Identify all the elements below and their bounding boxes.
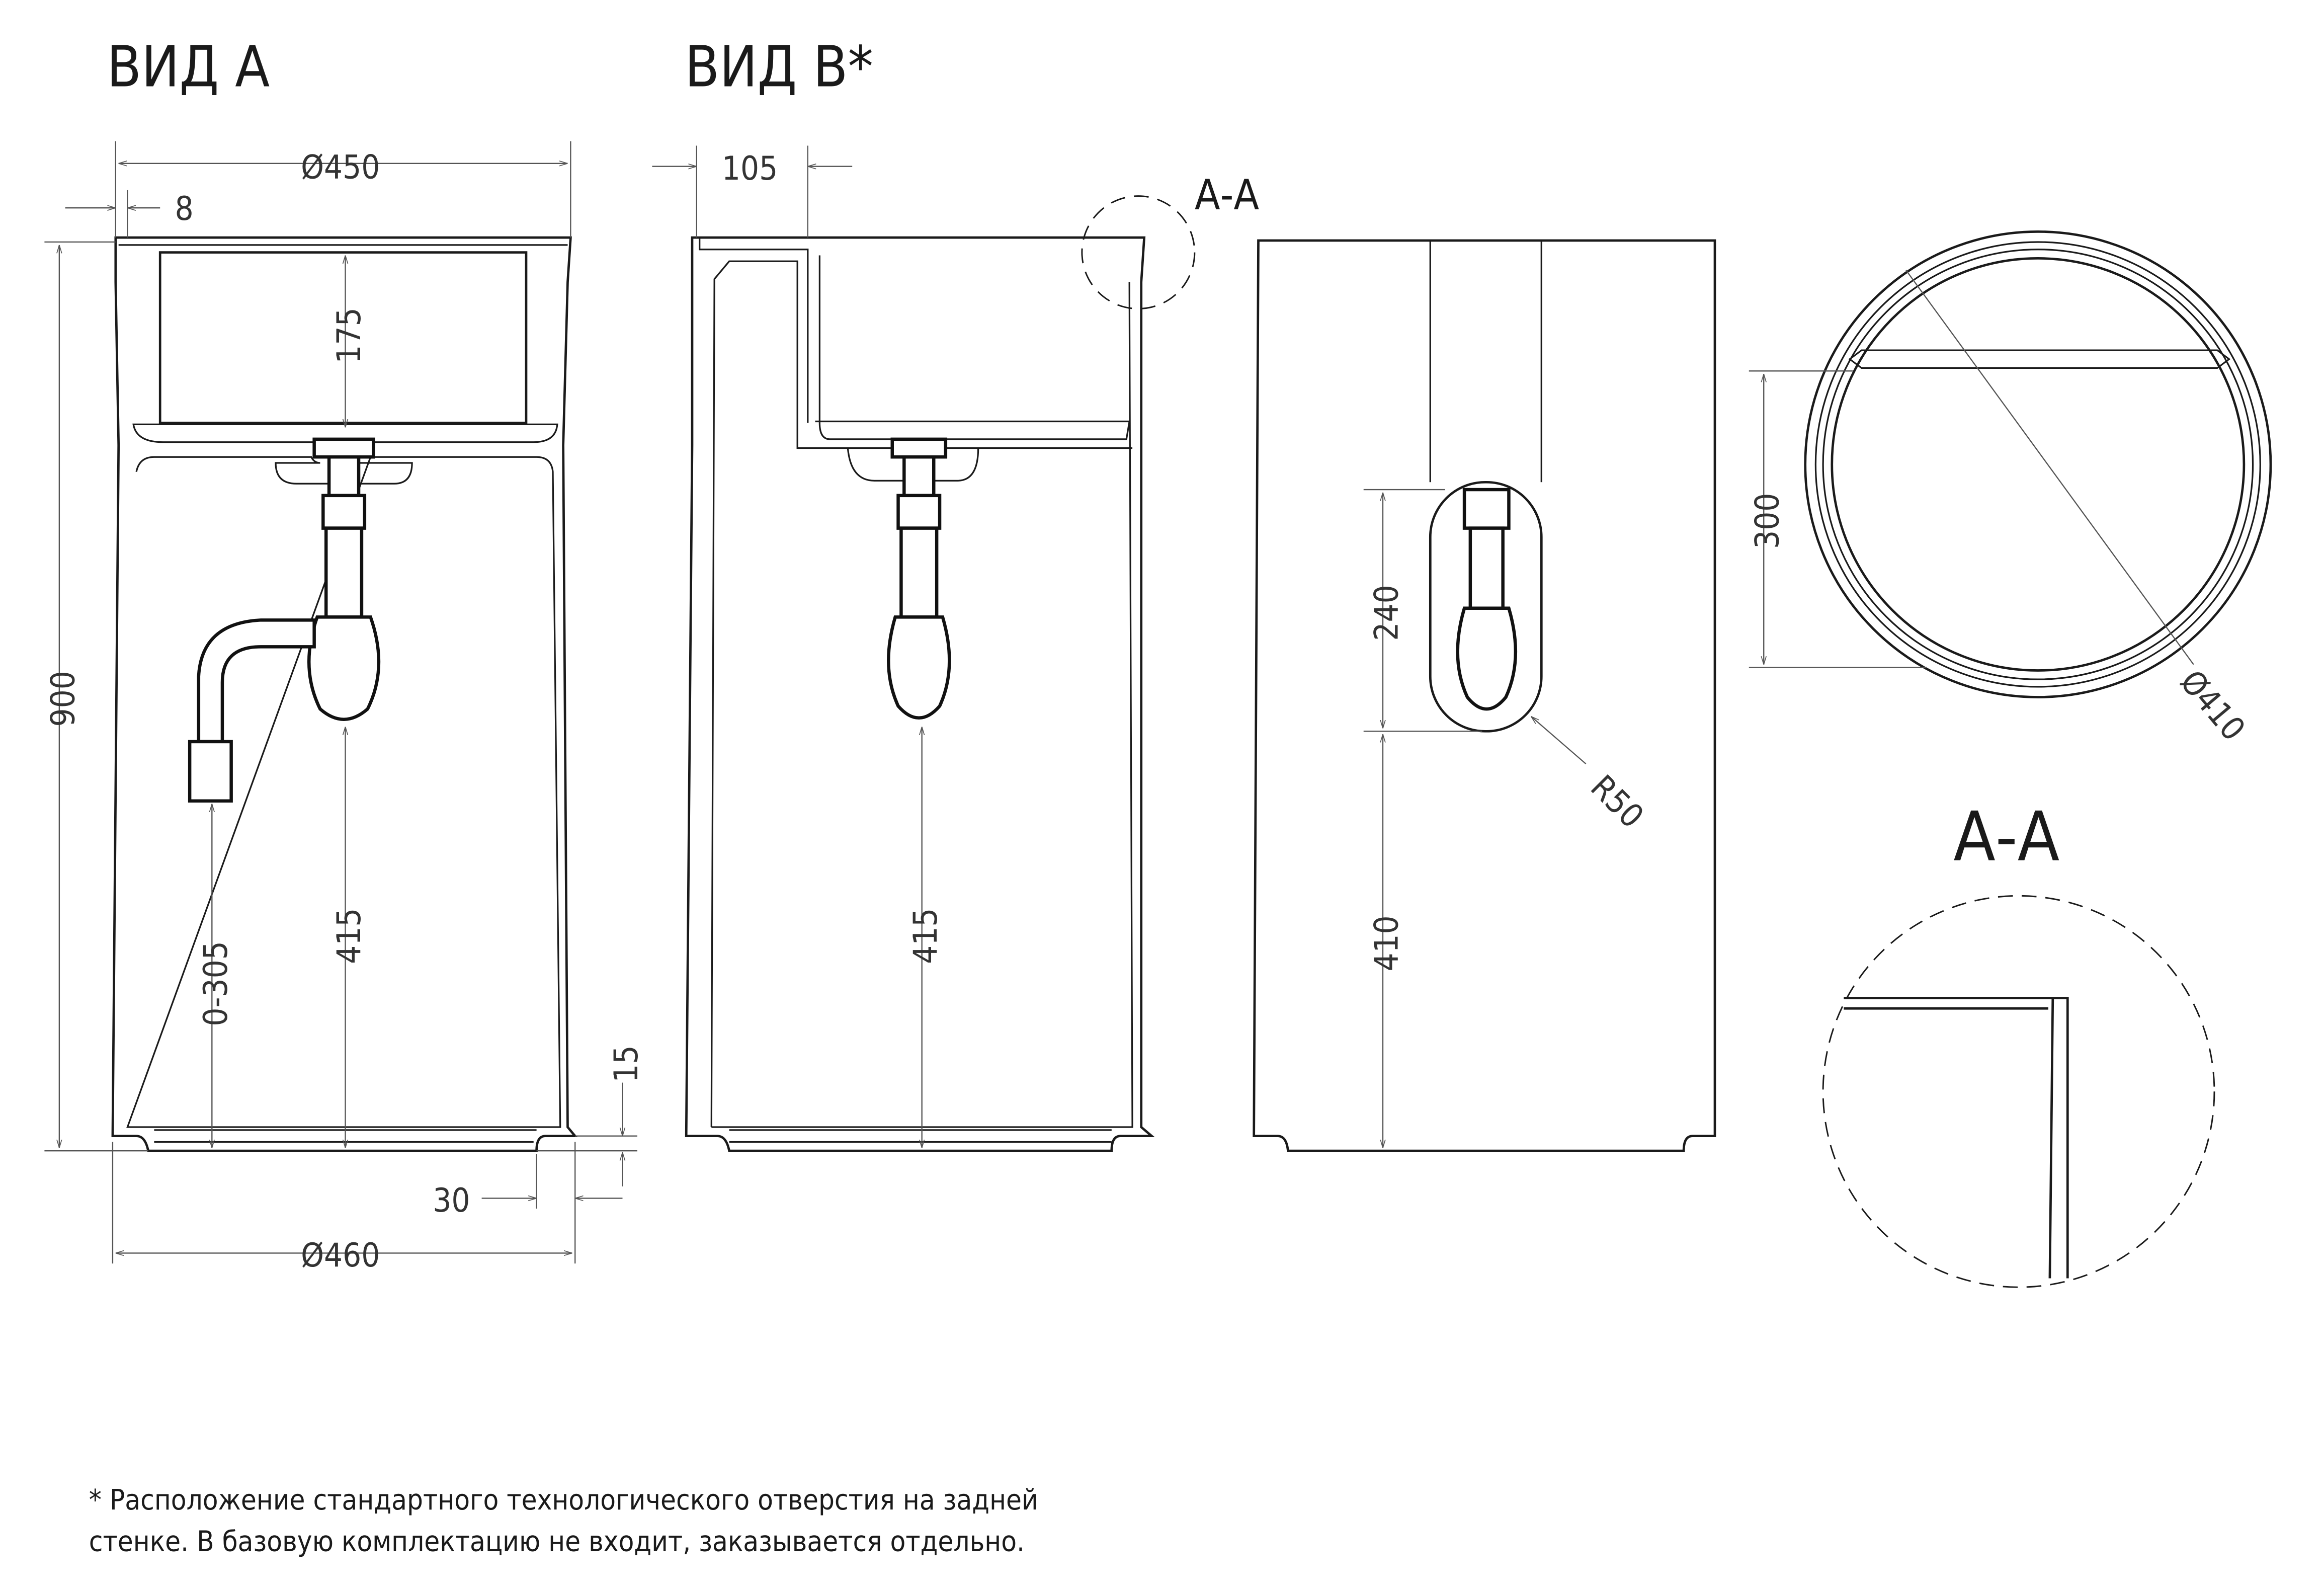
section-a-a-detail [1822,895,2215,1288]
dim-diameter-410: Ø410 [2173,663,2252,748]
dim-415-view-a: 415 [330,908,368,964]
footnote-line-1: * Расположение стандартного технологичес… [89,1484,1038,1517]
dim-240: 240 [1368,585,1405,641]
section-ref-label: А-А [1195,171,1260,219]
dim-300: 300 [1749,493,1787,549]
section-title: А-А [1953,797,2059,877]
dim-15: 15 [608,1045,645,1082]
dim-30: 30 [433,1182,470,1220]
view-a: Ø450 8 900 175 415 0-305 15 30 Ø460 [44,141,645,1275]
top-view: 300 Ø410 [1749,230,2272,748]
dim-175: 175 [330,307,368,363]
dim-900: 900 [44,671,82,727]
dim-8: 8 [175,190,194,228]
dim-diameter-450: Ø450 [301,148,380,186]
view-b: 105 415 [652,145,1196,1152]
footnote-line-2: стенке. В базовую комплектацию не входит… [89,1526,1025,1558]
dim-0-305: 0-305 [197,941,235,1026]
dim-r50: R50 [1583,768,1650,835]
rear-view: 240 410 R50 [1253,239,1716,1152]
dim-105: 105 [722,150,778,188]
dim-415-view-b: 415 [907,908,945,964]
view-b-title: ВИД В* [685,35,873,100]
dim-diameter-460: Ø460 [301,1237,380,1275]
dim-410: 410 [1368,915,1405,971]
view-a-title: ВИД А [107,35,270,100]
